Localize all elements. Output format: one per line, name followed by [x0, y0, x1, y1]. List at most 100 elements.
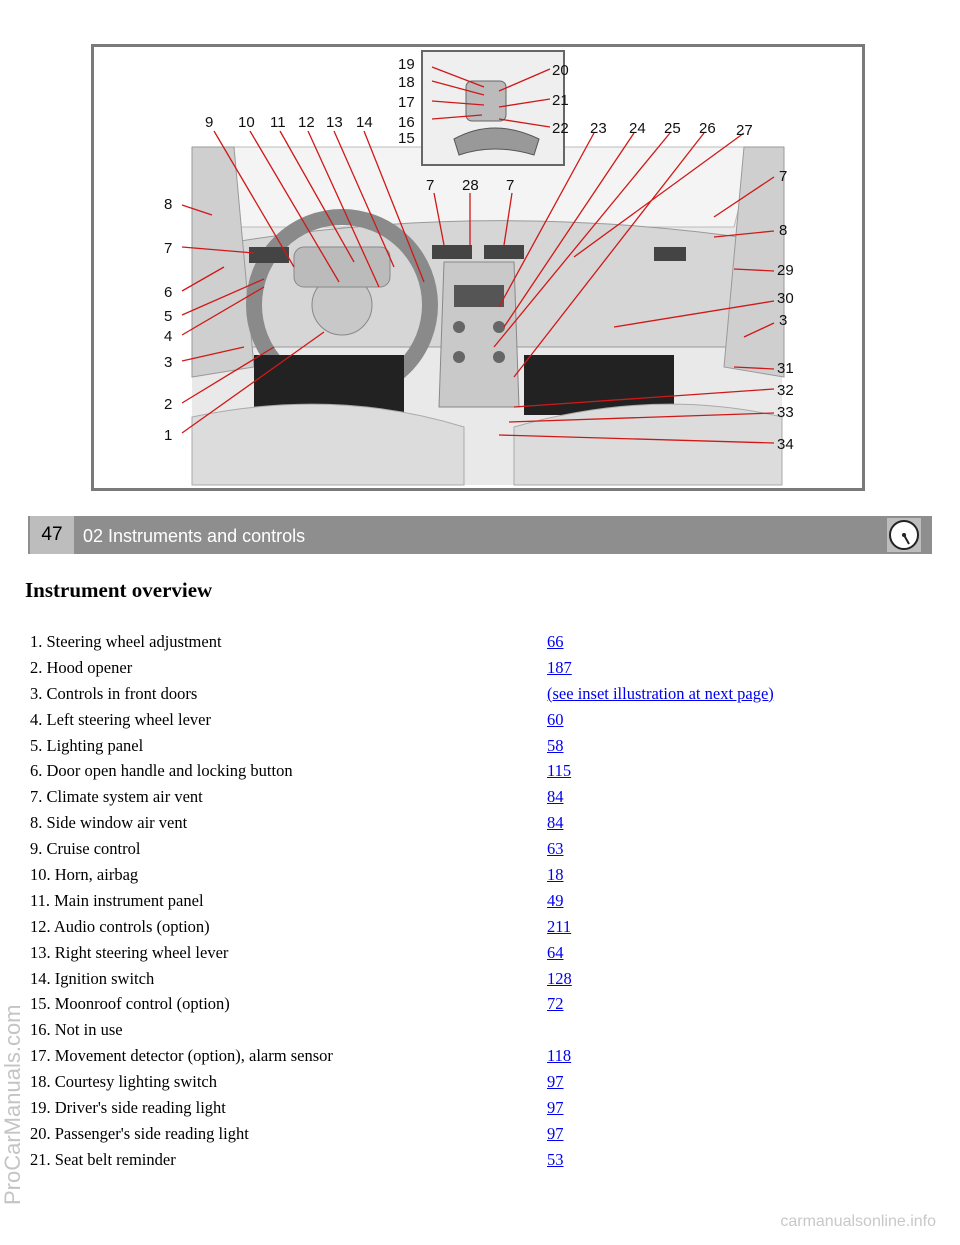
page-reference-link[interactable]: 64 [547, 942, 564, 962]
item-label: 6. Door open handle and locking button [30, 761, 293, 781]
callout-31: 31 [777, 360, 794, 377]
item-label: 21. Seat belt reminder [30, 1149, 176, 1169]
list-item: 16. Not in use [30, 1017, 910, 1043]
callout-9: 9 [205, 114, 213, 131]
list-item: 5. Lighting panel 58 [30, 733, 910, 759]
list-item: 17. Movement detector (option), alarm se… [30, 1043, 910, 1069]
callout-7: 7 [164, 240, 172, 257]
page-reference-link[interactable]: 97 [547, 1072, 564, 1092]
callout-33: 33 [777, 404, 794, 421]
page-reference-link[interactable]: 97 [547, 1098, 564, 1118]
item-label: 19. Driver's side reading light [30, 1098, 226, 1118]
list-item: 15. Moonroof control (option) 72 [30, 991, 910, 1017]
callout-5: 5 [164, 308, 172, 325]
callout-17: 17 [398, 94, 415, 111]
list-item: 8. Side window air vent 84 [30, 810, 910, 836]
page-title: Instrument overview [25, 578, 213, 602]
callout-12: 12 [298, 114, 315, 131]
callout-14: 14 [356, 114, 373, 131]
callout-20: 20 [552, 62, 569, 79]
footer-site-mark: carmanualsonline.info [780, 1213, 936, 1230]
page-reference-link[interactable]: 118 [547, 1046, 572, 1066]
chapter-title: 02 Instruments and controls [83, 526, 306, 546]
list-item: 3. Controls in front doors (see inset ill… [30, 681, 910, 707]
page-reference-link[interactable]: 128 [547, 968, 572, 988]
page-reference-link[interactable]: 66 [547, 632, 564, 651]
page-reference-link[interactable]: 84 [547, 787, 564, 807]
callout-16: 16 [398, 114, 415, 131]
callout-7-vent-right: 7 [506, 177, 514, 194]
page-reference-link[interactable]: 72 [547, 994, 564, 1014]
callout-24: 24 [629, 120, 646, 137]
callout-32: 32 [777, 382, 794, 399]
callout-7-vent-left: 7 [426, 177, 434, 194]
item-label: 4. Left steering wheel lever [30, 709, 211, 729]
item-label: 11. Main instrument panel [30, 890, 204, 910]
page-reference-link[interactable]: 115 [547, 761, 572, 781]
watermark: ProCarManuals.com [0, 545, 50, 1245]
callout-25: 25 [664, 120, 681, 137]
item-label: 12. Audio controls (option) [30, 916, 210, 936]
page-reference-link[interactable]: 84 [547, 813, 564, 833]
item-label: 2. Hood opener [30, 657, 133, 677]
callout-11: 11 [270, 114, 286, 131]
callout-7-right: 7 [779, 168, 787, 185]
page-reference-link[interactable]: 211 [547, 916, 572, 936]
callout-10: 10 [238, 114, 255, 131]
callout-19: 19 [398, 56, 415, 73]
item-label: 3. Controls in front doors [30, 683, 198, 703]
page-reference-link[interactable]: 53 [547, 1149, 564, 1169]
callout-2: 2 [164, 396, 172, 413]
item-label: 16. Not in use [30, 1020, 123, 1040]
callout-15: 15 [398, 130, 415, 147]
item-label: 15. Moonroof control (option) [30, 994, 230, 1014]
callout-6: 6 [164, 284, 172, 301]
callout-27: 27 [736, 122, 753, 139]
list-item: 9. Cruise control 63 [30, 836, 910, 862]
list-item: 6. Door open handle and locking button 11… [30, 758, 910, 784]
list-item: 10. Horn, airbag 18 [30, 862, 910, 888]
page-reference-link[interactable]: (see inset illustration at next page) [547, 683, 774, 703]
callout-21: 21 [552, 92, 569, 109]
item-label: 5. Lighting panel [30, 735, 144, 755]
item-label: 10. Horn, airbag [30, 865, 139, 885]
page-reference-link[interactable]: 58 [547, 735, 564, 755]
callout-8: 8 [164, 196, 172, 213]
callout-22: 22 [552, 120, 569, 137]
page-number: 47 [30, 516, 74, 554]
page-reference-link[interactable]: 97 [547, 1123, 564, 1143]
item-label: 18. Courtesy lighting switch [30, 1072, 217, 1092]
item-label: 20. Passenger's side reading light [30, 1123, 249, 1143]
list-item: 1. Steering wheel adjustment 66 [30, 629, 910, 655]
gauge-icon [887, 518, 921, 552]
callout-8-right: 8 [779, 222, 787, 239]
page-reference-link[interactable]: 18 [547, 865, 564, 885]
item-label: 9. Cruise control [30, 839, 141, 859]
instrument-list: 1. Steering wheel adjustment 66 2. Hood o… [30, 629, 910, 1173]
callout-13: 13 [326, 114, 343, 131]
item-label: 8. Side window air vent [30, 813, 188, 833]
item-label: 1. Steering wheel adjustment [30, 632, 222, 651]
item-label: 13. Right steering wheel lever [30, 942, 229, 962]
instrument-overview-illustration: 1 2 3 4 5 6 7 8 9 10 11 12 13 14 15 16 1… [91, 44, 865, 491]
list-item: 12. Audio controls (option) 211 [30, 914, 910, 940]
list-item: 14. Ignition switch 128 [30, 966, 910, 992]
dashboard-drawing: 1 2 3 4 5 6 7 8 9 10 11 12 13 14 15 16 1… [164, 50, 794, 486]
list-item: 18. Courtesy lighting switch 97 [30, 1069, 910, 1095]
list-item: 4. Left steering wheel lever 60 [30, 707, 910, 733]
callout-4: 4 [164, 328, 172, 345]
page-reference-link[interactable]: 63 [547, 839, 564, 859]
callout-28: 28 [462, 177, 479, 194]
callout-23: 23 [590, 120, 607, 137]
callout-1: 1 [164, 427, 172, 444]
page-reference-link[interactable]: 60 [547, 709, 564, 729]
watermark-text: ProCarManuals.com [0, 1004, 25, 1205]
callout-3: 3 [164, 354, 172, 371]
item-label: 14. Ignition switch [30, 968, 155, 988]
callout-29: 29 [777, 262, 794, 279]
callout-34: 34 [777, 436, 794, 453]
page-reference-link[interactable]: 187 [547, 657, 572, 677]
callout-26: 26 [699, 120, 716, 137]
page-reference-link[interactable]: 49 [547, 890, 564, 910]
